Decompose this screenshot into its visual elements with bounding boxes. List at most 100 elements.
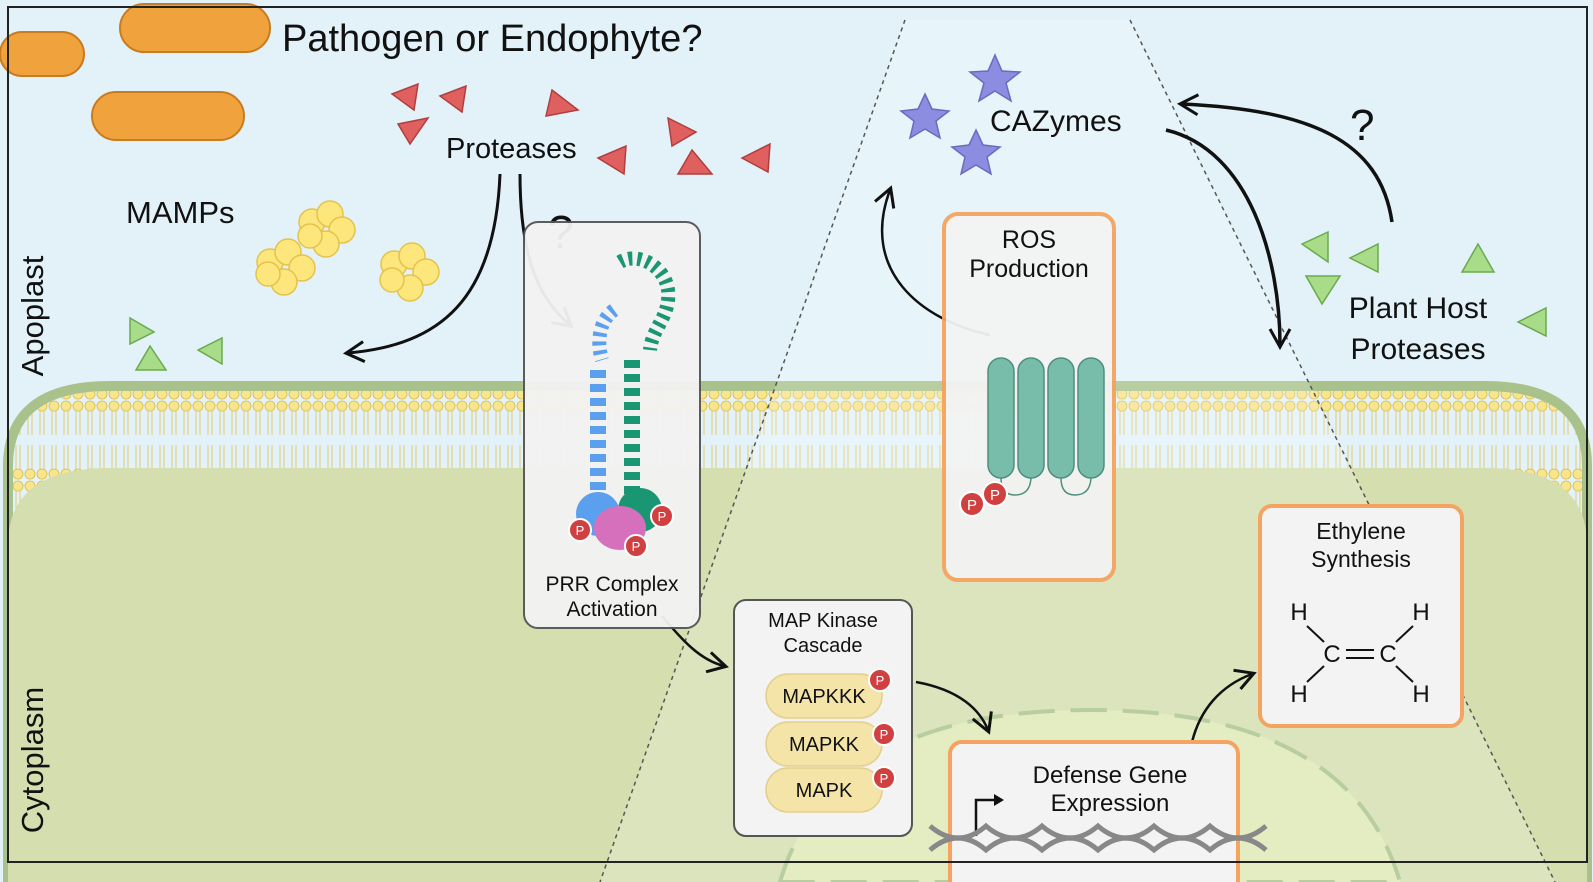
cazymes-label: CAZymes (990, 105, 1122, 138)
protease-triangle-icon (545, 88, 580, 117)
phospho-label: P (632, 539, 641, 554)
ros-box-label-1: ROS (1002, 226, 1056, 254)
zoom-line-right (1129, 19, 1556, 882)
dna-helix-icon (928, 822, 1268, 854)
phospho-label: P (876, 673, 885, 688)
protease-triangle-icon (196, 336, 223, 366)
defense-box-label-2: Expression (1051, 790, 1170, 817)
cazymes (899, 53, 1023, 176)
map-box-label-2: Cascade (784, 635, 863, 657)
transcription-start-arrow-head (994, 794, 1004, 806)
mamp-blob-icon (255, 238, 316, 296)
defense-gene-box: Defense Gene Expression (928, 740, 1268, 882)
phosphate-icon: P (650, 504, 674, 528)
phosphate-icon: P (568, 518, 592, 542)
protease-triangle-icon (596, 144, 627, 176)
map-to-defense-arrow (915, 680, 993, 735)
cazyme-star-icon (950, 128, 1002, 176)
protease-triangle-icon (438, 84, 467, 114)
ethylene-synthesis-box: Ethylene Synthesis H H H H C C (1258, 504, 1464, 728)
mapk-label: MAPK (796, 780, 853, 802)
phosphate-icon: P (624, 534, 648, 558)
rbohd-protein (987, 357, 1105, 496)
title: Pathogen or Endophyte? (282, 18, 702, 60)
mamp-blob-icon (379, 242, 440, 302)
map-kinase-box: MAP Kinase Cascade MAPKKK P MAPKK P MAPK… (733, 599, 913, 837)
phospho-label: P (658, 509, 667, 524)
bacterium-icon (91, 91, 245, 141)
host-question-mark: ? (1350, 101, 1374, 150)
hydrogen-atom: H (1412, 681, 1429, 708)
phosphate-icon: P (868, 668, 892, 692)
hydrogen-atom: H (1412, 599, 1429, 626)
prr-box-label-1: PRR Complex (545, 573, 679, 596)
host-proteases-to-cazymes-arrow (1176, 93, 1394, 223)
phospho-label: P (967, 497, 977, 514)
prr-complex-box: P P P PRR Complex Activation (523, 221, 701, 629)
mapkkk-label: MAPKKK (782, 686, 866, 708)
ethylene-box-label-1: Ethylene (1316, 518, 1406, 544)
ethylene-molecule: H H H H C C (1290, 599, 1429, 708)
mapkkk-pill: MAPKKK P (765, 668, 892, 719)
carbon-atom: C (1323, 641, 1340, 668)
ethylene-box-label-2: Synthesis (1311, 546, 1411, 572)
plant-host-proteases-label-2: Proteases (1350, 333, 1485, 366)
phosphate-icon: P (959, 491, 985, 517)
mamp-blob-icon (297, 200, 356, 258)
defense-to-ethylene-arrow (1190, 668, 1257, 743)
defense-box-frame (948, 740, 1240, 882)
bacterium-icon (119, 3, 271, 53)
phosphate-icon: P (982, 481, 1008, 507)
apoplast-label: Apoplast (15, 255, 50, 376)
mapkk-label: MAPKK (789, 734, 860, 756)
protease-triangle-icon (1348, 242, 1379, 274)
carbon-atom: C (1379, 641, 1396, 668)
phospho-label: P (880, 771, 889, 786)
proteases-label: Proteases (446, 133, 577, 165)
phospho-label: P (990, 487, 1000, 504)
mamps-label: MAMPs (126, 195, 235, 230)
cytoplasm-label: Cytoplasm (15, 687, 50, 833)
mamp-blobs (255, 200, 440, 302)
hydrogen-atom: H (1290, 681, 1307, 708)
protease-triangle-icon (676, 148, 714, 175)
protease-triangle-icon (740, 142, 771, 174)
phospho-label: P (880, 727, 889, 742)
protease-triangle-icon (1460, 242, 1496, 273)
protease-triangle-icon (1304, 275, 1342, 306)
plant-host-proteases-label-1: Plant Host (1349, 292, 1488, 325)
prr-box-label-2: Activation (566, 598, 657, 621)
protease-triangle-icon (134, 344, 168, 371)
cazyme-star-icon (899, 92, 951, 140)
phosphate-icon: P (872, 766, 896, 790)
hydrogen-atom: H (1290, 599, 1307, 626)
cazymes-to-host-proteases-arrow (1165, 128, 1292, 351)
protease-triangle-icon (1516, 306, 1547, 338)
pathogen-proteases (390, 82, 771, 176)
defense-box-label-1: Defense Gene (1033, 762, 1188, 789)
mapkk-pill: MAPKK P (765, 721, 896, 767)
ros-production-box: ROS Production P P (942, 212, 1116, 582)
mapk-pill: MAPK P (765, 766, 896, 813)
prr-box-frame (523, 221, 701, 629)
proteases-to-mamps-arrow (342, 173, 502, 363)
protease-triangle-icon (396, 116, 430, 146)
bacterium-icon (0, 31, 85, 77)
ethylene-box-frame (1258, 504, 1464, 728)
phospho-label: P (576, 523, 585, 538)
zoom-line-left (599, 19, 906, 882)
protease-triangle-icon (667, 116, 698, 148)
outer-frame (7, 6, 1588, 863)
protease-triangle-icon (1300, 230, 1329, 264)
phosphate-icon: P (872, 722, 896, 746)
transcription-start-arrow-icon (974, 798, 996, 836)
protease-triangle-icon (390, 82, 419, 112)
cazyme-star-icon (967, 53, 1023, 103)
ethylene-bonds (1306, 625, 1414, 683)
host-proteases (129, 230, 1547, 371)
protease-triangle-icon (129, 316, 156, 346)
ros-box-label-2: Production (969, 255, 1089, 283)
map-box-label-1: MAP Kinase (768, 610, 878, 632)
bacteria-group (0, 3, 271, 141)
